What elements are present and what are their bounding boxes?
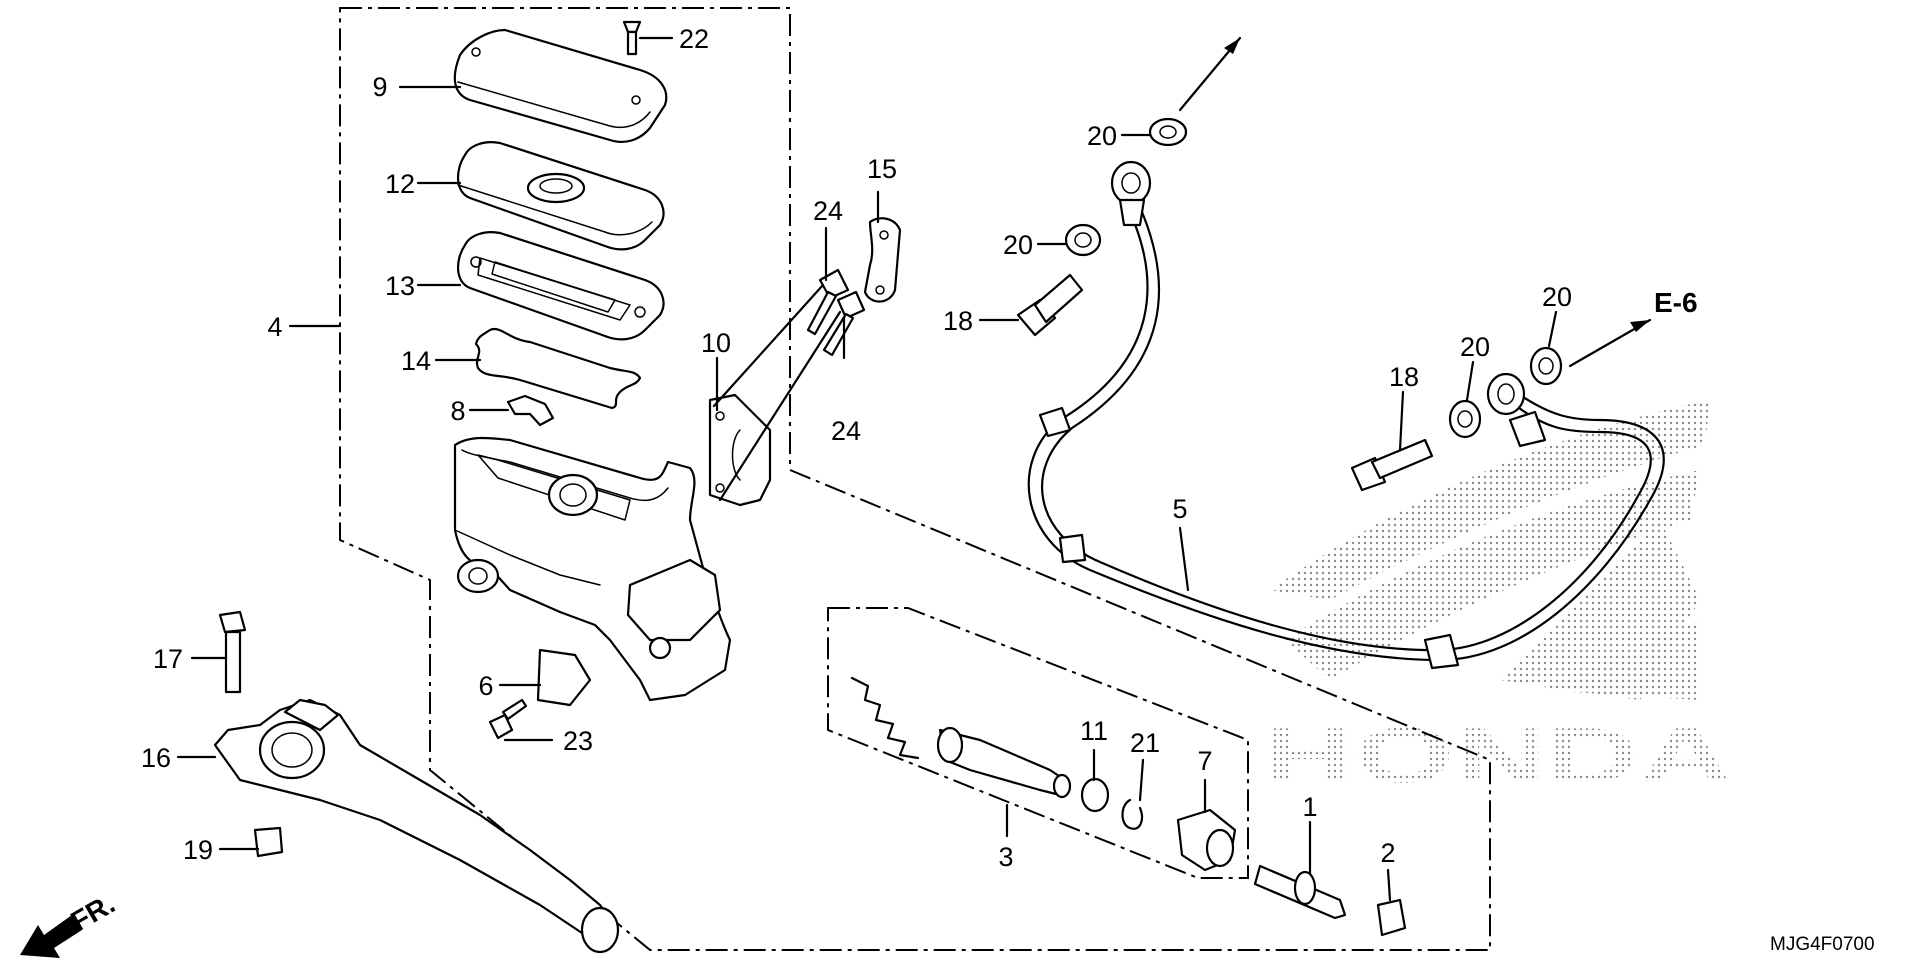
part-code: MJG4F0700 bbox=[1770, 934, 1875, 955]
sealing-washer-4 bbox=[1529, 346, 1563, 386]
callout-6: 6 bbox=[478, 671, 493, 701]
callout-20-top: 20 bbox=[1087, 121, 1117, 151]
rod-cap bbox=[1376, 898, 1407, 937]
holder-bolt-lower bbox=[822, 290, 866, 357]
callout-18-upper: 18 bbox=[943, 306, 973, 336]
callout-22: 22 bbox=[679, 24, 709, 54]
lower-banjo bbox=[1486, 372, 1526, 416]
watermark-text: HONDA bbox=[1262, 711, 1732, 799]
lever-pivot-bolt bbox=[218, 610, 247, 694]
handlebar-holder bbox=[708, 393, 772, 507]
callout-8: 8 bbox=[450, 396, 465, 426]
seal-washer bbox=[1080, 777, 1110, 813]
callout-4: 4 bbox=[267, 312, 282, 342]
holder-cover bbox=[863, 217, 902, 303]
clutch-hose bbox=[1027, 210, 1665, 670]
callout-18-lower: 18 bbox=[1389, 362, 1419, 392]
callout-12: 12 bbox=[385, 169, 415, 199]
callout-20-left: 20 bbox=[1003, 230, 1033, 260]
callouts: 9 22 12 13 14 4 8 10 15 24 24 17 16 19 6… bbox=[141, 24, 1572, 872]
callout-20-right: 20 bbox=[1542, 282, 1572, 312]
sealing-washer-3 bbox=[1448, 399, 1482, 439]
callout-2: 2 bbox=[1380, 838, 1395, 868]
hose-direction-arrow bbox=[1224, 38, 1240, 54]
gasket bbox=[474, 327, 642, 410]
callout-13: 13 bbox=[385, 271, 415, 301]
callout-23: 23 bbox=[563, 726, 593, 756]
callout-19: 19 bbox=[183, 835, 213, 865]
callout-7: 7 bbox=[1197, 746, 1212, 776]
diaphragm-plate bbox=[457, 141, 665, 251]
reference-arrow bbox=[1630, 320, 1650, 332]
lever-nut bbox=[253, 826, 284, 858]
callout-9: 9 bbox=[372, 72, 387, 102]
push-rod bbox=[1253, 864, 1347, 920]
cap-screw bbox=[622, 20, 642, 56]
honda-watermark: HONDA bbox=[1262, 400, 1732, 799]
front-arrow bbox=[20, 915, 82, 958]
assembly-boundary-3 bbox=[827, 607, 1249, 879]
dust-boot bbox=[1176, 808, 1237, 872]
piston-set bbox=[850, 676, 1072, 799]
sealing-washer-1 bbox=[1148, 117, 1188, 147]
callout-20-mid: 20 bbox=[1460, 332, 1490, 362]
upper-banjo bbox=[1110, 160, 1152, 227]
callout-10: 10 bbox=[701, 328, 731, 358]
callout-11: 11 bbox=[1080, 716, 1108, 746]
float-clip bbox=[506, 394, 555, 427]
assembly-boundary-4 bbox=[339, 7, 1491, 951]
reservoir-cap bbox=[453, 28, 668, 144]
banjo-bolt-upper bbox=[1016, 273, 1084, 337]
reservoir-diaphragm bbox=[457, 231, 665, 341]
circlip bbox=[1121, 798, 1144, 830]
clutch-switch bbox=[536, 648, 592, 707]
sealing-washer-2 bbox=[1064, 223, 1102, 257]
clutch-lever bbox=[213, 698, 620, 954]
callout-17: 17 bbox=[153, 644, 183, 674]
callout-16: 16 bbox=[141, 743, 171, 773]
callout-21: 21 bbox=[1130, 728, 1160, 758]
callout-24-lower: 24 bbox=[831, 416, 861, 446]
callout-24-upper: 24 bbox=[813, 196, 843, 226]
callout-15: 15 bbox=[867, 154, 897, 184]
reference-label: E-6 bbox=[1654, 287, 1698, 318]
master-cylinder-body bbox=[453, 436, 732, 702]
callout-5: 5 bbox=[1172, 494, 1187, 524]
callout-3: 3 bbox=[998, 842, 1013, 872]
switch-screw bbox=[488, 698, 528, 740]
callout-1: 1 bbox=[1302, 792, 1317, 822]
callout-14: 14 bbox=[401, 346, 431, 376]
banjo-bolt-lower bbox=[1350, 438, 1434, 492]
